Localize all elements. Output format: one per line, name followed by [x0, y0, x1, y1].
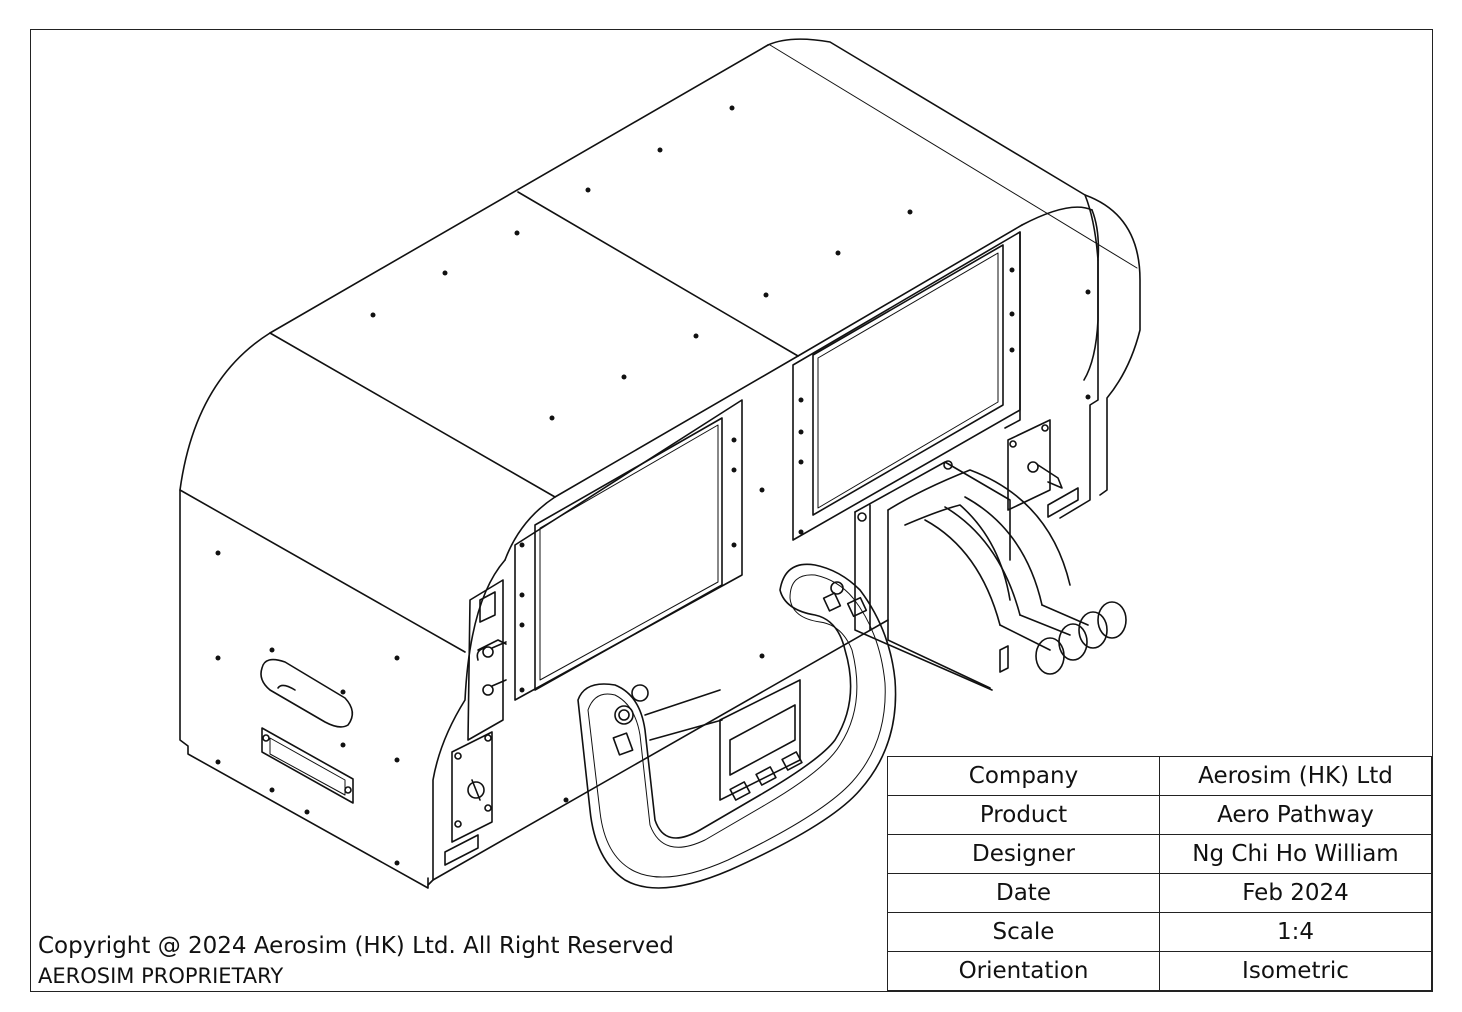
- right-display: [792, 231, 1021, 541]
- title-block-label: Designer: [887, 834, 1160, 874]
- title-block-label: Orientation: [887, 951, 1160, 991]
- title-block-value: 1:4: [1159, 912, 1432, 952]
- screw-holes: [215, 105, 1091, 866]
- right-side-switch-panel: [1007, 419, 1079, 518]
- title-block-label: Scale: [887, 912, 1160, 952]
- title-block-label: Product: [887, 795, 1160, 835]
- copyright-notice: Copyright @ 2024 Aerosim (HK) Ltd. All R…: [38, 933, 674, 959]
- left-display: [514, 399, 743, 701]
- title-block-value: Aerosim (HK) Ltd: [1159, 756, 1432, 796]
- yoke: [577, 563, 897, 889]
- title-block-value: Isometric: [1159, 951, 1432, 991]
- drawing-sheet-border: [30, 29, 1433, 992]
- title-block-label: Date: [887, 873, 1160, 913]
- title-block-value: Feb 2024: [1159, 873, 1432, 913]
- title-block-label: Company: [887, 756, 1160, 796]
- title-block-value: Ng Chi Ho William: [1159, 834, 1432, 874]
- throttle-quadrant: [854, 460, 1127, 691]
- proprietary-label: AEROSIM PROPRIETARY: [38, 964, 284, 988]
- side-panel-switches: [444, 579, 507, 866]
- title-block-value: Aero Pathway: [1159, 795, 1432, 835]
- side-handle-and-connector: [260, 658, 354, 804]
